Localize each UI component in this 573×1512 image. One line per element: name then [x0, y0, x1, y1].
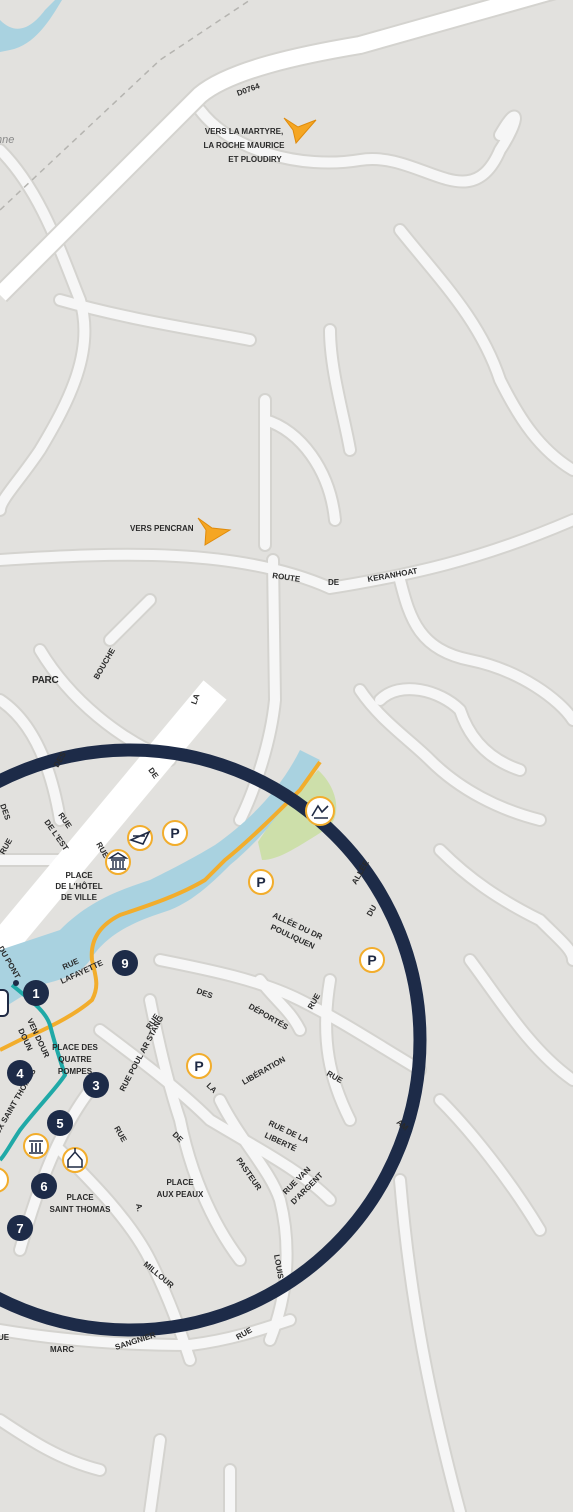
street-rue-b: RUE: [112, 1125, 129, 1145]
marker-6[interactable]: 6: [31, 1173, 57, 1199]
marker-number: 5: [56, 1116, 63, 1131]
street-du: DU: [365, 903, 379, 918]
marker-1[interactable]: 1: [23, 980, 49, 1006]
place-line: DE L'HÔTEL: [55, 882, 102, 891]
place-line: AUX PEAUX: [157, 1190, 204, 1199]
road-label-route: ROUTE: [272, 571, 302, 584]
map-icon-partial: [0, 1167, 9, 1193]
street-network-fill: [0, 105, 573, 1512]
street-marc: MARC: [50, 1345, 74, 1354]
boulevard: [0, 680, 227, 970]
leisure-park-icon[interactable]: [305, 796, 335, 826]
map-icon-partial: [0, 989, 9, 1017]
direction-pencran: VERS PENCRAN: [130, 524, 194, 533]
street-louis: LOUIS: [272, 1254, 285, 1280]
town-center-circle: [0, 743, 427, 1337]
parking-label: P: [170, 825, 179, 841]
direction-arrow-martyre-icon[interactable]: [283, 117, 317, 145]
direction-arrow-pencran-icon[interactable]: [197, 517, 232, 546]
place-hotel-de-ville: PLACE DE L'HÔTEL DE VILLE: [55, 871, 102, 902]
railway: [0, 0, 251, 211]
church-icon[interactable]: [62, 1147, 88, 1173]
park-area: [258, 770, 337, 860]
parking-icon[interactable]: P: [162, 820, 188, 846]
place-line: SAINT THOMAS: [50, 1205, 112, 1214]
street-des-deportes-1: DES: [195, 986, 214, 1000]
place-quatre-pompes: PLACE DES QUATRE POMPES: [52, 1043, 98, 1076]
museum-icon[interactable]: [23, 1133, 49, 1159]
marker-number: 4: [16, 1066, 24, 1081]
marker-4[interactable]: 4: [7, 1060, 33, 1086]
street-des-left: DES: [0, 803, 12, 822]
marker-3[interactable]: 3: [83, 1072, 109, 1098]
street-bouche: BOUCHE: [92, 646, 117, 681]
place-line: QUATRE: [58, 1055, 92, 1064]
town-hall-icon[interactable]: [105, 849, 131, 875]
post-office-icon[interactable]: [127, 825, 153, 851]
marker-9[interactable]: 9: [112, 950, 138, 976]
place-line: POMPES: [58, 1067, 93, 1076]
parking-icon[interactable]: P: [186, 1053, 212, 1079]
street-rue-bottom-left: UE: [0, 1333, 10, 1342]
main-road-fill: [0, 0, 550, 301]
marker-number: 9: [121, 956, 128, 971]
marker-number: 1: [32, 986, 39, 1001]
parking-icon[interactable]: P: [248, 869, 274, 895]
street-parc: PARC: [32, 675, 58, 686]
parking-label: P: [256, 874, 265, 890]
place-line: DE VILLE: [61, 893, 98, 902]
place-line: PLACE: [66, 1193, 94, 1202]
place-aux-peaux: PLACE AUX PEAUX: [157, 1178, 204, 1199]
street-liberation: LIBÉRATION: [241, 1055, 288, 1087]
direction-line: LA ROCHE MAURICE: [203, 141, 285, 150]
street-a-dot: A.: [134, 1203, 144, 1212]
place-line: PLACE DES: [52, 1043, 98, 1052]
main-road-d0764: [0, 0, 557, 303]
direction-line: VERS LA MARTYRE,: [205, 127, 283, 136]
marker-7[interactable]: 7: [7, 1215, 33, 1241]
place-label-partial: nne: [0, 134, 14, 146]
marker-number: 6: [40, 1179, 47, 1194]
route-point: [13, 980, 19, 986]
river-top: [0, 0, 62, 52]
parking-icon[interactable]: P: [359, 947, 385, 973]
marker-5[interactable]: 5: [47, 1110, 73, 1136]
street-la: LA: [189, 692, 201, 705]
teal-route: [0, 983, 67, 1162]
river-town: [0, 750, 320, 1010]
orange-route: [0, 760, 322, 1052]
parking-label: P: [194, 1058, 203, 1074]
road-label-de: DE: [328, 578, 340, 587]
street-la-2: LA: [205, 1081, 219, 1095]
marker-number: 3: [92, 1078, 99, 1093]
place-line: PLACE: [166, 1178, 194, 1187]
marker-number: 7: [16, 1221, 23, 1236]
place-saint-thomas: PLACE SAINT THOMAS: [50, 1193, 112, 1214]
direction-line: ET PLOUDIRY: [228, 155, 282, 164]
parking-label: P: [367, 952, 376, 968]
direction-martyre: VERS LA MARTYRE, LA ROCHE MAURICE ET PLO…: [203, 127, 285, 164]
place-line: PLACE: [65, 871, 93, 880]
